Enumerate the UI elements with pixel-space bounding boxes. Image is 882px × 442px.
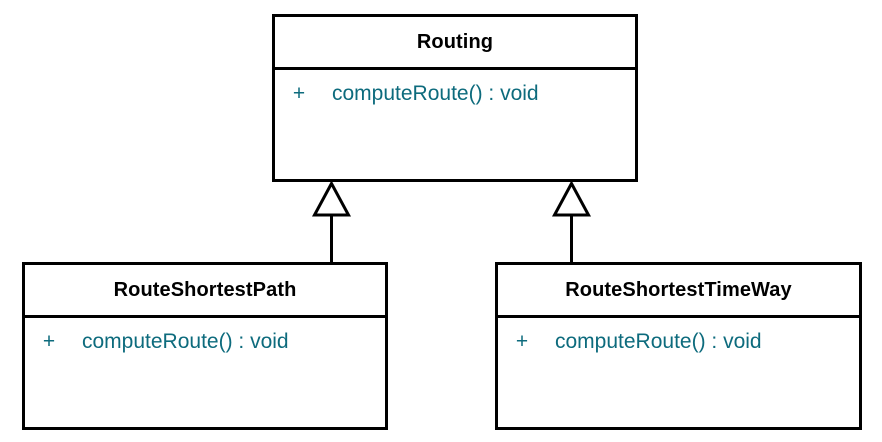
member-visibility: + — [292, 82, 306, 105]
inheritance-triangle-icon — [311, 180, 352, 217]
generalization-line — [570, 215, 573, 264]
member-visibility: + — [515, 330, 529, 353]
uml-class-routing[interactable]: Routing + computeRoute() : void — [272, 14, 638, 182]
member-visibility: + — [42, 330, 56, 353]
generalization-line — [330, 215, 333, 264]
class-name-routing: Routing — [275, 17, 635, 70]
class-members-routeshortesttimeway: + computeRoute() : void — [498, 318, 859, 357]
class-name-routeshortesttimeway: RouteShortestTimeWay — [498, 265, 859, 318]
uml-class-routeshortesttimeway[interactable]: RouteShortestTimeWay + computeRoute() : … — [495, 262, 862, 430]
member-signature: computeRoute() : void — [555, 330, 762, 353]
class-members-routing: + computeRoute() : void — [275, 70, 635, 109]
class-member-row: + computeRoute() : void — [275, 79, 635, 109]
member-signature: computeRoute() : void — [332, 82, 539, 105]
class-name-routeshortestpath: RouteShortestPath — [25, 265, 385, 318]
generalization-routeshortestpath-to-routing[interactable] — [311, 180, 352, 264]
class-member-row: + computeRoute() : void — [25, 327, 385, 357]
generalization-routeshortesttimeway-to-routing[interactable] — [551, 180, 592, 264]
class-members-routeshortestpath: + computeRoute() : void — [25, 318, 385, 357]
uml-class-routeshortestpath[interactable]: RouteShortestPath + computeRoute() : voi… — [22, 262, 388, 430]
member-signature: computeRoute() : void — [82, 330, 289, 353]
class-member-row: + computeRoute() : void — [498, 327, 859, 357]
inheritance-triangle-icon — [551, 180, 592, 217]
